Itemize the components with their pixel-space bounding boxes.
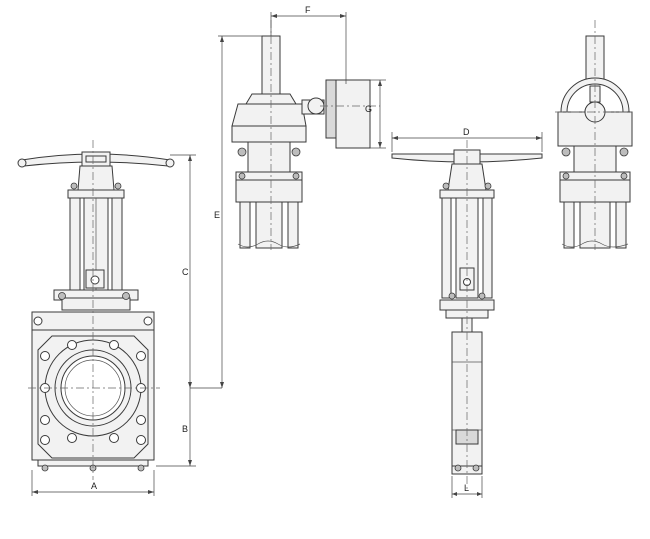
- dimension-label-g: G: [365, 104, 372, 114]
- front-view-handwheel-valve: [17, 140, 175, 480]
- gear-operator-view: [231, 20, 380, 250]
- gear-operator-side-view: [555, 20, 635, 250]
- front-view-dimensions: A C B: [31, 154, 196, 496]
- dimension-label-l: L: [464, 483, 469, 493]
- dimension-label-d: D: [463, 127, 470, 137]
- dimension-label-c: C: [182, 267, 189, 277]
- dimension-label-b: B: [182, 424, 188, 434]
- side-view-valve: [391, 140, 543, 490]
- dimension-label-a: A: [91, 481, 97, 491]
- dimension-label-e: E: [214, 210, 220, 220]
- dimension-label-f: F: [305, 5, 311, 15]
- gear-operator-dimensions: F G E: [190, 5, 386, 389]
- side-view-dimensions: D L: [391, 127, 543, 498]
